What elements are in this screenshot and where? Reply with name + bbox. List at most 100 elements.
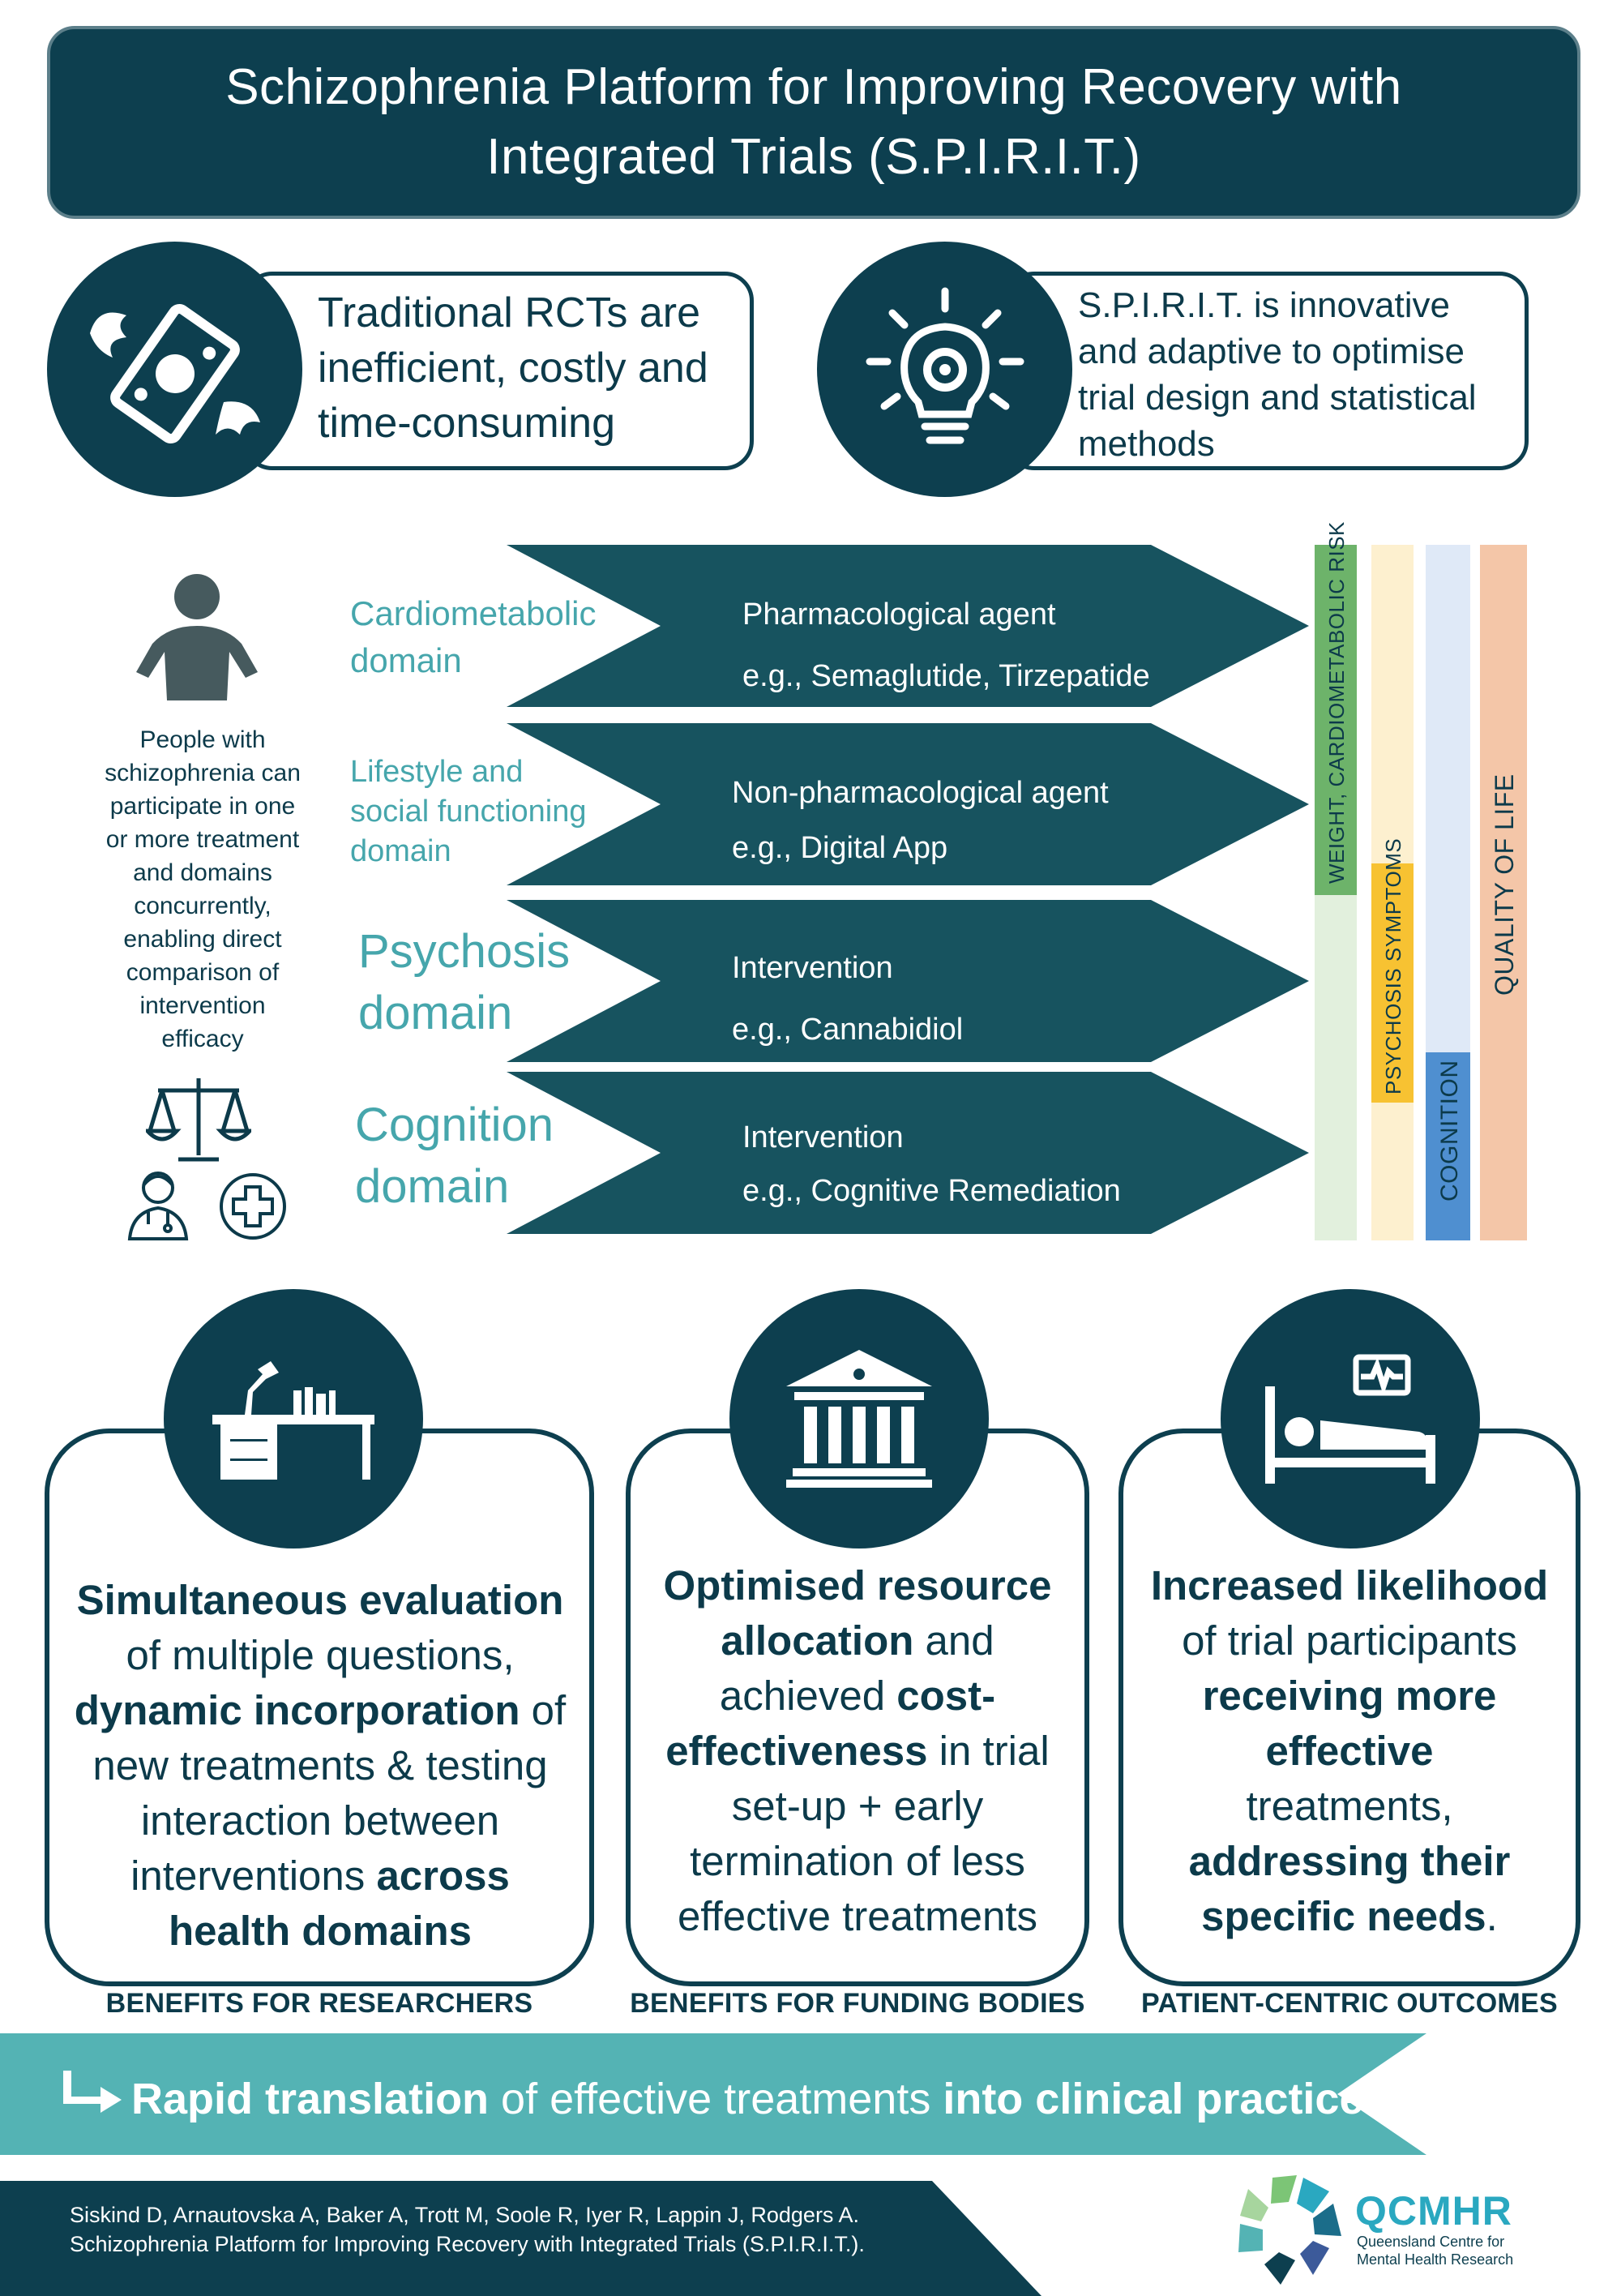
domain-label-psychosis: Psychosis domain bbox=[358, 921, 570, 1044]
org-full-name-line: Mental Health Research bbox=[1357, 2251, 1514, 2268]
agent-type: Non-pharmacological agent bbox=[732, 776, 1109, 810]
flying-money-icon bbox=[89, 303, 260, 443]
title-line-1: Schizophrenia Platform for Improving Rec… bbox=[225, 59, 1402, 115]
benefit-text-bold: effective bbox=[1265, 1728, 1434, 1774]
org-full-name-line: Queensland Centre for bbox=[1357, 2234, 1505, 2250]
desk-lamp-icon bbox=[212, 1361, 374, 1480]
intro-right-text: S.P.I.R.I.T. is innovative and adaptive … bbox=[1078, 282, 1477, 467]
intro-right-line: and adaptive to optimise bbox=[1078, 332, 1465, 371]
agent-example: e.g., Cannabidiol bbox=[732, 1013, 964, 1047]
footer-background bbox=[0, 2181, 1041, 2296]
benefit-text-bold: allocation bbox=[721, 1617, 914, 1664]
benefit-text-line: interaction between bbox=[140, 1797, 500, 1844]
medical-cross-icon bbox=[220, 1173, 286, 1240]
benefit-text-funding: Optimised resource allocation and achiev… bbox=[632, 1558, 1083, 1944]
intro-left-line: time-consuming bbox=[318, 400, 616, 447]
domain-arrow-psychosis bbox=[507, 900, 1309, 1062]
domain-label-line: domain bbox=[350, 834, 451, 868]
domain-label-line: domain bbox=[350, 641, 462, 679]
agent-type: Pharmacological agent bbox=[742, 598, 1056, 632]
benefit-text-line: interventions bbox=[130, 1853, 377, 1899]
benefit-text-line: in trial bbox=[927, 1728, 1050, 1774]
domain-agent-cognition: Intervention e.g., Cognitive Remediation bbox=[742, 1111, 1121, 1218]
domain-agent-psychosis: Intervention e.g., Cannabidiol bbox=[732, 937, 963, 1060]
benefit-text-line: of multiple questions, bbox=[126, 1632, 515, 1678]
domain-arrow-cardiometabolic bbox=[507, 545, 1309, 707]
intro-left-pill bbox=[243, 272, 754, 470]
banner-bold: into clinical practice bbox=[943, 2075, 1364, 2123]
benefit-text-bold: specific needs bbox=[1201, 1893, 1486, 1939]
org-short-name: QCMHR bbox=[1355, 2188, 1512, 2234]
title-line-2: Integrated Trials (S.P.I.R.I.T.) bbox=[486, 129, 1141, 185]
intro-left-icon-circle bbox=[47, 242, 302, 497]
page-title: Schizophrenia Platform for Improving Rec… bbox=[225, 53, 1402, 192]
person-icon bbox=[136, 574, 258, 700]
benefit-text-line: termination of less bbox=[690, 1838, 1025, 1884]
agent-type: Intervention bbox=[732, 951, 893, 985]
domain-agent-lifestyle: Non-pharmacological agent e.g., Digital … bbox=[732, 765, 1109, 876]
benefit-icon-circle-researchers bbox=[164, 1289, 423, 1549]
intro-right-icon-circle bbox=[817, 242, 1072, 497]
banner-text: Rapid translation of effective treatment… bbox=[131, 2074, 1364, 2124]
intro-right-line: trial design and statistical bbox=[1078, 378, 1477, 418]
benefit-text-bold: Optimised resource bbox=[663, 1562, 1052, 1608]
benefit-text-line: of trial participants bbox=[1182, 1617, 1517, 1664]
agent-example: e.g., Semaglutide, Tirzepatide bbox=[742, 659, 1150, 693]
benefit-text-bold: effectiveness bbox=[665, 1728, 928, 1774]
domain-label-line: Psychosis bbox=[358, 925, 571, 978]
agent-type: Intervention bbox=[742, 1120, 904, 1154]
domain-label-line: Cardiometabolic bbox=[350, 594, 597, 632]
hospital-bed-icon bbox=[1265, 1354, 1435, 1484]
outcome-bar-cognition bbox=[1426, 1052, 1470, 1240]
domain-label-line: domain bbox=[355, 1160, 510, 1213]
benefit-caption-patient: PATIENT-CENTRIC OUTCOMES bbox=[1140, 1988, 1559, 2019]
intro-left-text: Traditional RCTs are inefficient, costly… bbox=[318, 285, 708, 451]
banner-bold: Rapid translation bbox=[131, 2075, 490, 2123]
domain-label-line: social functioning bbox=[350, 795, 587, 829]
participants-description: People with schizophrenia can participat… bbox=[105, 726, 301, 1052]
outcome-label-weight: WEIGHT, CARDIOMETABOLIC RISK bbox=[1324, 521, 1349, 884]
benefit-text-line: and bbox=[913, 1617, 994, 1664]
benefit-text-line: new treatments & testing bbox=[92, 1742, 548, 1788]
benefit-text-line: achieved bbox=[719, 1673, 897, 1719]
domain-label-cardiometabolic: Cardiometabolic domain bbox=[350, 590, 596, 684]
banner-mid: of effective treatments bbox=[489, 2075, 943, 2123]
benefit-text-line: set-up + early bbox=[731, 1783, 984, 1829]
footer-reference: Siskind D, Arnautovska A, Baker A, Trott… bbox=[70, 2203, 865, 2256]
outcome-bar-psychosis bbox=[1371, 863, 1414, 1103]
domain-label-lifestyle: Lifestyle and social functioning domain bbox=[350, 752, 587, 872]
title-banner: Schizophrenia Platform for Improving Rec… bbox=[47, 26, 1580, 219]
benefit-text-bold: receiving more bbox=[1202, 1673, 1497, 1719]
domain-arrow-lifestyle bbox=[507, 723, 1309, 885]
agent-example: e.g., Cognitive Remediation bbox=[742, 1174, 1121, 1208]
benefit-text-bold: dynamic incorporation bbox=[74, 1687, 520, 1733]
domain-agent-cardiometabolic: Pharmacological agent e.g., Semaglutide,… bbox=[742, 584, 1150, 707]
benefit-text-line: . bbox=[1486, 1893, 1498, 1939]
outcome-label-psychosis: PSYCHOSIS SYMPTOMS bbox=[1381, 837, 1405, 1094]
benefit-caption-researchers: BENEFITS FOR RESEARCHERS bbox=[105, 1988, 533, 2019]
benefit-text-line: treatments, bbox=[1246, 1783, 1453, 1829]
benefit-text-bold: cost- bbox=[896, 1673, 996, 1719]
qcmhr-logo bbox=[1238, 2175, 1341, 2285]
benefit-text-patient: Increased likelihood of trial participan… bbox=[1125, 1558, 1574, 1944]
lightbulb-gear-icon bbox=[866, 287, 1024, 443]
benefit-text-bold: Increased likelihood bbox=[1150, 1562, 1549, 1608]
outcome-label-quality-of-life: QUALITY OF LIFE bbox=[1490, 773, 1519, 996]
arrow-turn-right-icon bbox=[63, 2071, 122, 2113]
domain-label-line: Lifestyle and bbox=[350, 755, 524, 789]
intro-right-pill bbox=[1005, 272, 1529, 470]
org-full-name: Queensland Centre for Mental Health Rese… bbox=[1357, 2233, 1551, 2268]
bank-building-icon bbox=[786, 1350, 932, 1488]
outcome-label-cognition: COGNITION bbox=[1436, 1060, 1463, 1202]
benefit-icon-circle-funding bbox=[729, 1289, 989, 1549]
benefit-caption-funding: BENEFITS FOR FUNDING BODIES bbox=[630, 1988, 1085, 2019]
benefit-text-bold: addressing their bbox=[1188, 1838, 1511, 1884]
benefit-text-bold: Simultaneous evaluation bbox=[76, 1577, 564, 1623]
domain-label-cognition: Cognition domain bbox=[355, 1094, 554, 1218]
benefit-text-line: of bbox=[520, 1687, 567, 1733]
domain-label-line: Cognition bbox=[355, 1099, 554, 1151]
agent-example: e.g., Digital App bbox=[732, 831, 948, 865]
doctor-icon bbox=[127, 1172, 189, 1240]
benefit-icon-circle-patient bbox=[1221, 1289, 1480, 1549]
outcome-bar-weight bbox=[1315, 545, 1357, 895]
